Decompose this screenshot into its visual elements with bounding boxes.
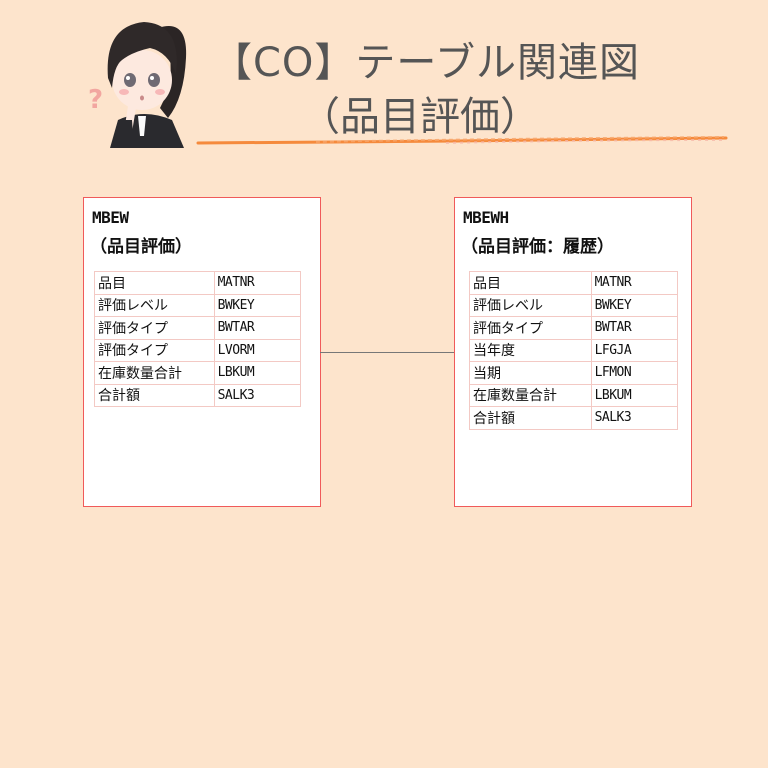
- relation-connector-line: [320, 352, 454, 353]
- field-code: LBKUM: [213, 361, 302, 385]
- field-code: LFGJA: [590, 338, 679, 362]
- entity-name: MBEWH: [463, 208, 509, 227]
- field-label: 在庫数量合計: [94, 361, 215, 385]
- field-label: 合計額: [469, 406, 592, 430]
- field-label: 評価タイプ: [94, 338, 215, 362]
- field-code: MATNR: [213, 271, 302, 295]
- field-label: 評価タイプ: [469, 316, 592, 340]
- field-label: 評価レベル: [469, 293, 592, 317]
- field-label: 合計額: [94, 383, 215, 407]
- field-label: 評価タイプ: [94, 316, 215, 340]
- field-label: 品目: [469, 271, 592, 295]
- field-code: SALK3: [213, 383, 302, 407]
- page-subtitle: （品目評価）: [300, 94, 540, 140]
- field-code: MATNR: [590, 271, 679, 295]
- svg-text:?: ?: [88, 85, 103, 115]
- field-code: LBKUM: [590, 383, 679, 407]
- field-label: 在庫数量合計: [469, 383, 592, 407]
- field-code: LFMON: [590, 361, 679, 385]
- field-code: BWTAR: [213, 316, 302, 340]
- entity-name: MBEW: [92, 208, 129, 227]
- field-code: BWKEY: [213, 293, 302, 317]
- entity-description: （品目評価：履歴）: [461, 237, 614, 257]
- field-label: 品目: [94, 271, 215, 295]
- thinking-girl-avatar-icon: ?: [88, 22, 187, 148]
- field-code: BWTAR: [590, 316, 679, 340]
- entity-description: （品目評価）: [90, 237, 192, 257]
- field-code: BWKEY: [590, 293, 679, 317]
- page-title: 【CO】テーブル関連図: [212, 40, 641, 86]
- field-code: LVORM: [213, 338, 302, 362]
- header: ? 【CO】テーブル関連図 （品目評価）: [0, 0, 768, 160]
- field-label: 当期: [469, 361, 592, 385]
- field-label: 評価レベル: [94, 293, 215, 317]
- field-label: 当年度: [469, 338, 592, 362]
- field-code: SALK3: [590, 406, 679, 430]
- brush-underline-decoration: [196, 136, 728, 145]
